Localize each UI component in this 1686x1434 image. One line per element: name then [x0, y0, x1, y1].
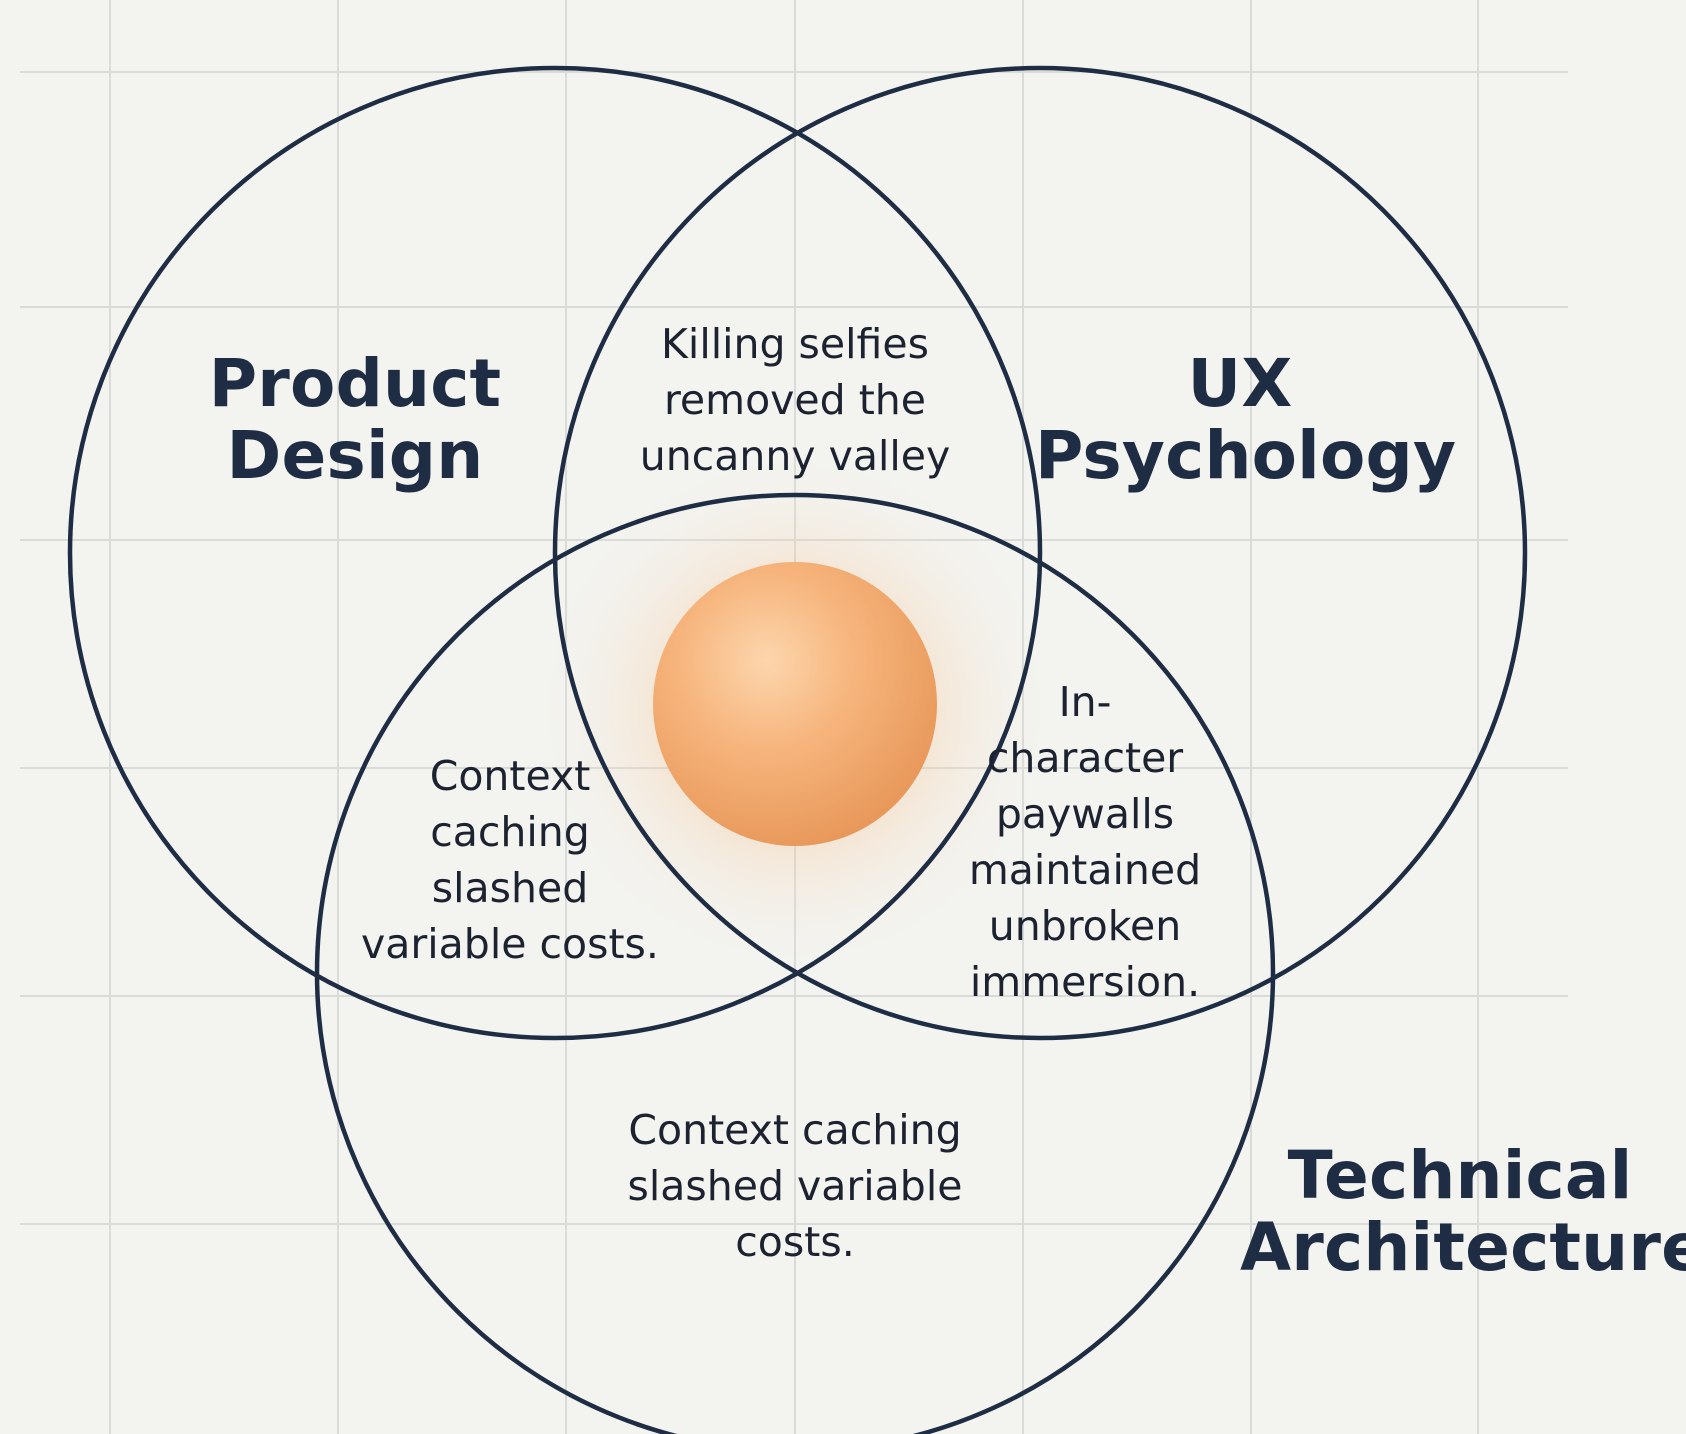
set-label-ux-psychology: UX Psychology — [1035, 345, 1457, 494]
region-product-ux: Killing selfies removed the uncanny vall… — [639, 320, 951, 480]
ux-psychology-circle — [552, 65, 1528, 1041]
region-product-tech: Context caching slashed variable costs. — [361, 752, 659, 968]
technical-architecture-circle — [314, 492, 1276, 1434]
region-ux-tech: In- character paywalls maintained unbrok… — [968, 678, 1202, 1006]
region-tech-only: Context caching slashed variable costs. — [627, 1106, 963, 1266]
set-label-technical-architecture: Technical Architecture — [1240, 1137, 1686, 1286]
product-design-circle — [67, 65, 1043, 1041]
center-sphere — [653, 562, 937, 846]
set-label-product-design: Product Design — [208, 345, 502, 494]
